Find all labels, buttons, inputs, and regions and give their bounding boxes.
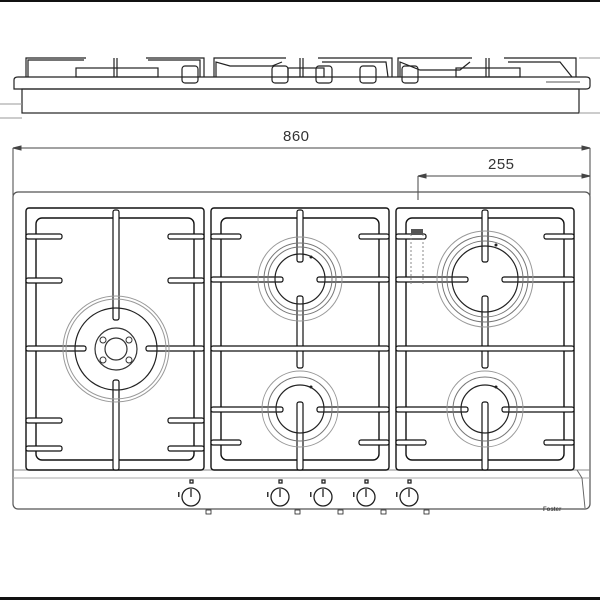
knob-1	[181, 479, 212, 515]
frame-bottom-border	[0, 597, 600, 600]
knobs	[181, 479, 430, 515]
burner-front-center	[261, 370, 339, 448]
burner-front-right	[446, 370, 524, 448]
dimension-lines	[12, 145, 591, 200]
knob-2	[270, 479, 301, 515]
knob-4	[356, 479, 387, 515]
frame-top-border	[0, 0, 600, 2]
side-elevation-view	[0, 57, 600, 119]
burner-offset-dimension: 255	[488, 156, 515, 173]
knob-5	[399, 479, 430, 515]
brand-label: Foster	[543, 507, 562, 513]
overall-width-dimension: 860	[283, 128, 310, 145]
burner-rear-center	[257, 236, 343, 322]
wok-burner	[62, 295, 170, 403]
knob-3	[313, 479, 344, 515]
burner-rear-right	[436, 230, 534, 328]
